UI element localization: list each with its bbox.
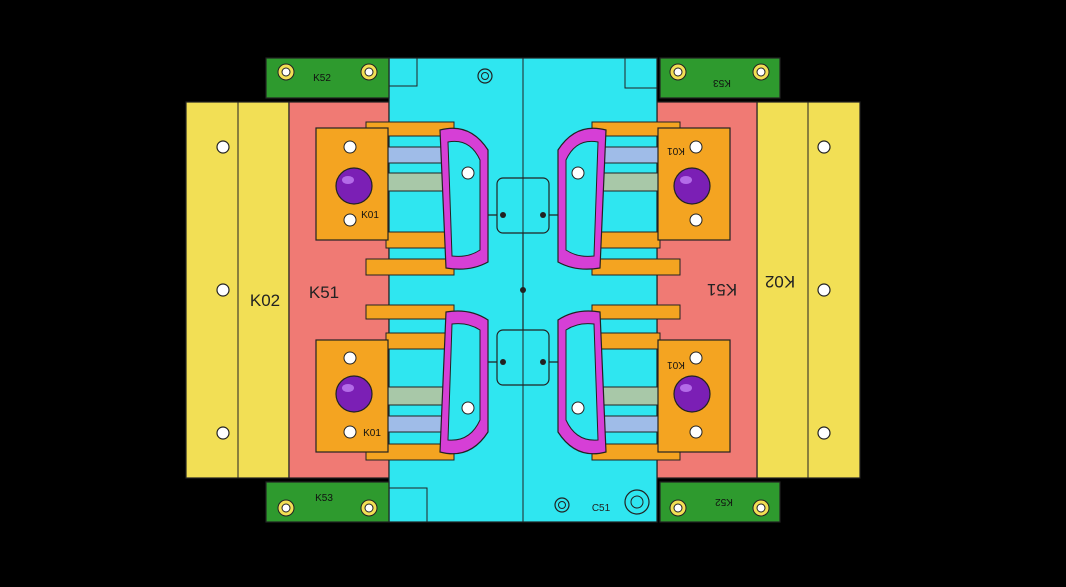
slider-assembly-top-left: K01 <box>315 121 489 276</box>
bolt-icon <box>360 63 378 81</box>
label-k51-right: K51 <box>707 280 737 299</box>
label-k01-top-right: K01 <box>667 145 685 156</box>
bolt-icon <box>343 213 357 227</box>
screw-icon <box>624 489 650 515</box>
bolt-icon <box>817 426 831 440</box>
bolt-icon <box>817 283 831 297</box>
bolt-icon <box>343 351 357 365</box>
ejector-pin-icon <box>673 167 711 205</box>
bolt-icon <box>343 425 357 439</box>
bolt-icon <box>669 499 687 517</box>
bolt-icon <box>689 213 703 227</box>
label-k52-top-left: K52 <box>313 73 331 84</box>
bolt-icon <box>277 499 295 517</box>
clamp-k53-top-right: K53 <box>659 57 781 99</box>
label-k01-bottom-right: K01 <box>667 359 685 370</box>
bolt-icon <box>752 63 770 81</box>
ejector-pin-icon <box>335 375 373 413</box>
label-k53-top-right: K53 <box>713 77 731 88</box>
bolt-icon <box>360 499 378 517</box>
ejector-pin-icon <box>673 375 711 413</box>
bolt-icon <box>817 140 831 154</box>
label-k51-left: K51 <box>309 283 339 302</box>
bolt-icon <box>689 425 703 439</box>
screw-icon <box>554 497 570 513</box>
label-k02-left: K02 <box>250 291 280 310</box>
label-k01-bottom-left: K01 <box>363 428 381 439</box>
bolt-icon <box>216 140 230 154</box>
bolt-icon <box>343 140 357 154</box>
label-c51: C51 <box>592 503 611 514</box>
label-k53-bottom-left: K53 <box>315 493 333 504</box>
label-k52-bottom-right: K52 <box>715 496 733 507</box>
slider-assembly-bottom-right: K01 <box>557 304 731 461</box>
bolt-icon <box>689 140 703 154</box>
left-plate-k02: K02 <box>185 101 290 479</box>
slider-assembly-bottom-left: K01 <box>315 304 489 461</box>
bolt-icon <box>669 63 687 81</box>
label-k01-top-left: K01 <box>361 210 379 221</box>
slider-assembly-top-right: K01 <box>557 121 731 276</box>
ejector-pin-icon <box>335 167 373 205</box>
right-plate-k02: K02 <box>756 101 861 479</box>
bolt-icon <box>216 283 230 297</box>
clamp-k53-bottom-left: K53 <box>265 481 390 523</box>
label-k02-right: K02 <box>765 272 795 291</box>
bolt-icon <box>689 351 703 365</box>
bolt-icon <box>752 499 770 517</box>
screw-icon <box>477 68 493 84</box>
clamp-k52-bottom-right: K52 <box>659 481 781 523</box>
bolt-icon <box>216 426 230 440</box>
bolt-icon <box>277 63 295 81</box>
clamp-k52-top-left: K52 <box>265 57 390 99</box>
